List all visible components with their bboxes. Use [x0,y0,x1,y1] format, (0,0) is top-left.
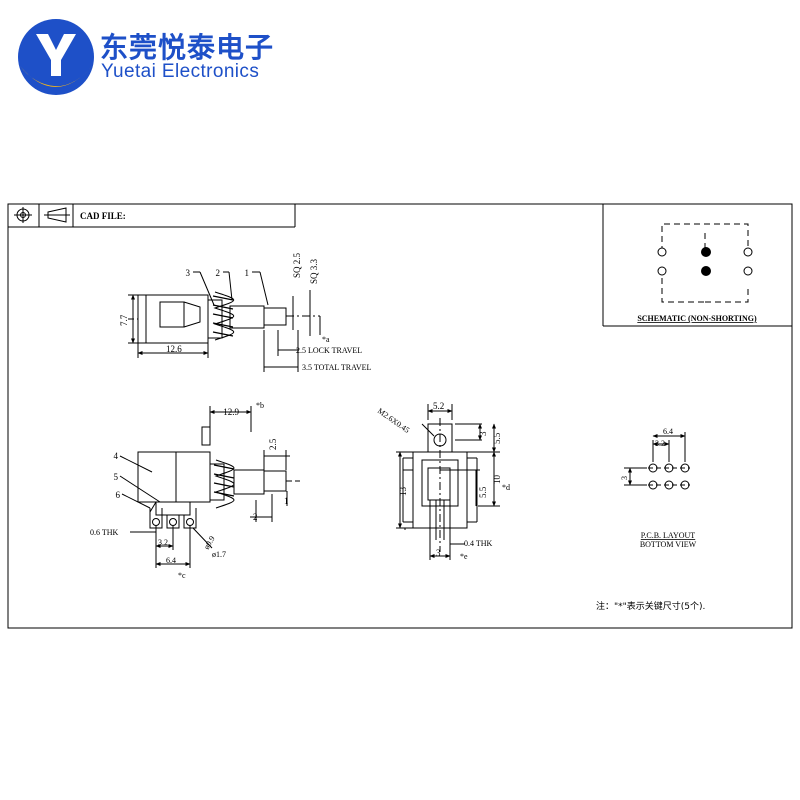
dim-3-top: 3 [478,431,488,436]
projection-symbol [14,207,70,223]
pcb-layout [624,432,690,490]
dim-pitch-6-4: 6.4 [166,556,176,565]
dim-total-travel: 3.5 TOTAL TRAVEL [302,363,371,372]
drawing-frame [7,203,793,629]
schematic-box [602,204,792,327]
dim-5-2: 5.2 [433,401,444,411]
part-number-3: 3 [186,268,191,278]
schematic-label: SCHEMATIC (NON-SHORTING) [637,314,757,323]
dim-0-6-thk: 0.6 THK [90,528,119,537]
dim-lock-travel: 2.5 LOCK TRAVEL [296,346,362,355]
pcb-bottom-view: BOTTOM VIEW [640,540,697,549]
dim-key-b: *b [256,401,264,410]
end-view [396,404,500,560]
part-number-4: 4 [114,451,119,461]
dim-width-12-9: 12.9 [223,407,239,417]
dim-length-12-6: 12.6 [166,344,182,354]
dim-key-d: *d [502,483,510,492]
company-name-chinese: 东莞悦泰电子 [100,31,275,64]
pcb-dim-6-4: 6.4 [663,427,673,436]
dim-1: 1 [284,496,289,506]
dim-dia-1-7: ø1.7 [212,550,226,559]
dim-pitch-3-2: 3.2 [158,538,168,547]
dim-13: 13 [398,487,408,497]
key-dimension-note: 注："*"表示关键尺寸(5个). [596,600,705,612]
dim-thread-m2-6: M2.6X0.45 [376,406,411,435]
schematic-contact-filled [701,247,711,257]
dim-3-bottom: 3 [436,548,441,558]
schematic-symbol [657,223,753,303]
part-number-6: 6 [116,490,121,500]
dim-height-7-7: 7.7 [119,314,129,326]
pcb-dim-3-2: 3.2 [655,439,665,448]
dim-10: 10 [492,475,502,485]
dim-5-5-upper: 5.5 [492,432,502,444]
part-number-1: 1 [245,268,250,278]
dim-0-4-thk: 0.4 THK [464,539,493,548]
dim-sq-3-3: SQ 3.3 [309,258,319,284]
dim-key-a: *a [322,335,330,344]
dim-2-5: 2.5 [268,438,278,450]
dim-key-e: *e [460,552,468,561]
front-view [119,406,300,568]
company-logo [18,19,94,95]
logo-y-mark [36,34,76,76]
dim-key-c: *c [178,571,186,580]
dim-2: 2 [253,512,258,522]
company-name-english: Yuetai Electronics [101,61,260,82]
pcb-dim-3: 3 [620,476,629,480]
dim-sq-2-5: SQ 2.5 [292,252,302,278]
cad-file-label: CAD FILE: [80,211,126,221]
side-view [128,271,321,372]
dim-5-5-lower: 5.5 [478,486,488,498]
pcb-layout-title: P.C.B. LAYOUT [641,531,695,540]
part-number-5: 5 [114,472,119,482]
dim-dia-0-9: ø0.9 [202,534,217,551]
part-number-2: 2 [216,268,221,278]
